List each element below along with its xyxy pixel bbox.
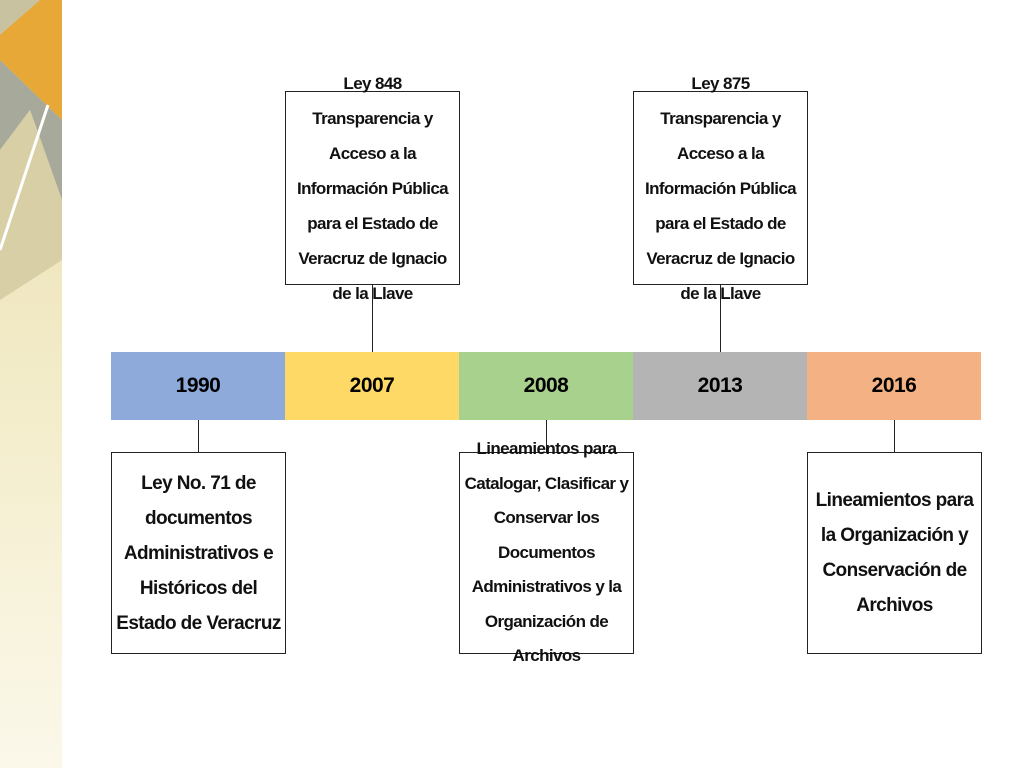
event-box-1990: Ley No. 71 de documentos Administrativos… — [111, 452, 286, 654]
orange-shape — [0, 0, 62, 120]
decorative-shapes — [0, 0, 62, 768]
corner-shape — [0, 0, 40, 35]
connector-2007 — [372, 285, 373, 352]
event-text-2016: Lineamientos para la Organización y Cons… — [815, 490, 974, 616]
timeline-bar: 1990 2007 2008 2013 2016 — [111, 352, 981, 420]
year-cell-1990: 1990 — [111, 352, 285, 420]
decorative-side-strip — [0, 0, 62, 768]
white-stroke — [0, 104, 50, 251]
connector-2013 — [720, 285, 721, 352]
gray-shape — [0, 60, 62, 200]
event-text-2008: Lineamientos para Catalogar, Clasificar … — [464, 439, 629, 666]
connector-2016 — [894, 420, 895, 452]
tan-shape — [0, 110, 62, 300]
connector-2008 — [546, 420, 547, 452]
event-box-2007: Ley 848 Transparencia y Acceso a la Info… — [285, 74, 460, 303]
year-cell-2007: 2007 — [285, 352, 459, 420]
event-text-2007: Ley 848 Transparencia y Acceso a la Info… — [296, 73, 449, 303]
connector-1990 — [198, 420, 199, 452]
year-cell-2016: 2016 — [807, 352, 981, 420]
event-box-2013: Ley 875 Transparencia y Acceso a la Info… — [633, 74, 808, 303]
event-box-2008: Lineamientos para Catalogar, Clasificar … — [459, 439, 634, 665]
year-cell-2008: 2008 — [459, 352, 633, 420]
event-box-2016: Lineamientos para la Organización y Cons… — [807, 452, 982, 654]
event-text-1990: Ley No. 71 de documentos Administrativos… — [116, 472, 281, 634]
event-text-2013: Ley 875 Transparencia y Acceso a la Info… — [644, 73, 797, 303]
year-cell-2013: 2013 — [633, 352, 807, 420]
